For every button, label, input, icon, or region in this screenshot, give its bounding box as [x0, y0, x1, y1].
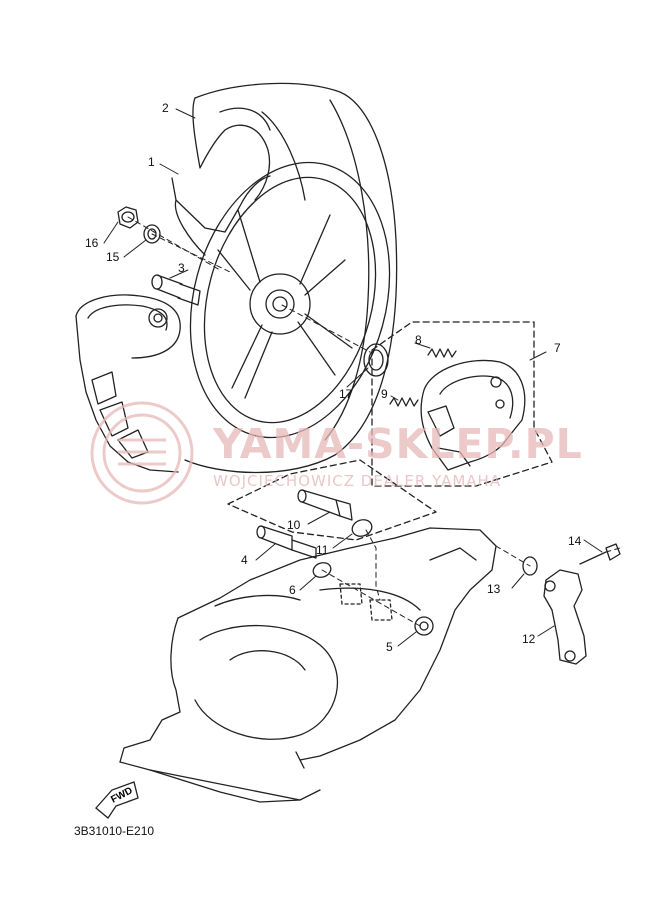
callout-9[interactable]: 9 — [381, 387, 388, 401]
callout-3[interactable]: 3 — [178, 261, 185, 275]
bolt-14 — [579, 543, 621, 565]
callout-14[interactable]: 14 — [568, 534, 582, 548]
seal-5 — [414, 616, 434, 636]
callout-4[interactable]: 4 — [241, 553, 248, 567]
callout-7[interactable]: 7 — [554, 341, 561, 355]
crankcase — [119, 527, 497, 803]
washer-15 — [143, 224, 161, 244]
callout-8[interactable]: 8 — [415, 333, 422, 347]
oring-6 — [312, 562, 332, 578]
callout-16[interactable]: 16 — [85, 236, 99, 250]
watermark-logo — [90, 401, 194, 505]
washer-17 — [363, 343, 389, 377]
callout-11[interactable]: 11 — [316, 543, 329, 557]
fwd-arrow-icon: FWD — [95, 781, 139, 819]
brake-shoe-kit-box — [371, 321, 553, 487]
diagram-code: 3B31010-E210 — [74, 824, 155, 838]
callout-12[interactable]: 12 — [522, 632, 536, 646]
brake-arm-12 — [543, 569, 587, 665]
alignment-lines — [127, 216, 621, 627]
brake-drum-hub — [75, 294, 181, 473]
washer-13 — [522, 556, 538, 576]
camshaft-assembly-box — [227, 459, 437, 541]
callout-10[interactable]: 10 — [287, 518, 301, 532]
watermark-subtext: WOJCIECHOWICZ DEALER YAMAHA — [213, 472, 502, 490]
callout-2[interactable]: 2 — [162, 101, 169, 115]
callout-17[interactable]: 17 — [339, 387, 353, 401]
callout-13[interactable]: 13 — [487, 582, 501, 596]
camshaft-10 — [297, 489, 353, 521]
callout-6[interactable]: 6 — [289, 583, 296, 597]
spring-8 — [427, 348, 457, 358]
oring-11 — [351, 519, 373, 537]
nut-16 — [117, 206, 139, 229]
watermark-text: YAMA-SKLEP.PL — [213, 420, 583, 468]
axle-bolt-3 — [151, 274, 201, 306]
wheel-rim — [171, 161, 391, 439]
tire — [184, 82, 398, 474]
callout-5[interactable]: 5 — [386, 640, 393, 654]
shaft-4 — [256, 525, 317, 559]
brake-shoes-7 — [420, 359, 526, 471]
spring-9 — [389, 397, 419, 407]
leader-lines — [103, 108, 603, 647]
callout-1[interactable]: 1 — [148, 155, 155, 169]
callout-15[interactable]: 15 — [106, 250, 120, 264]
